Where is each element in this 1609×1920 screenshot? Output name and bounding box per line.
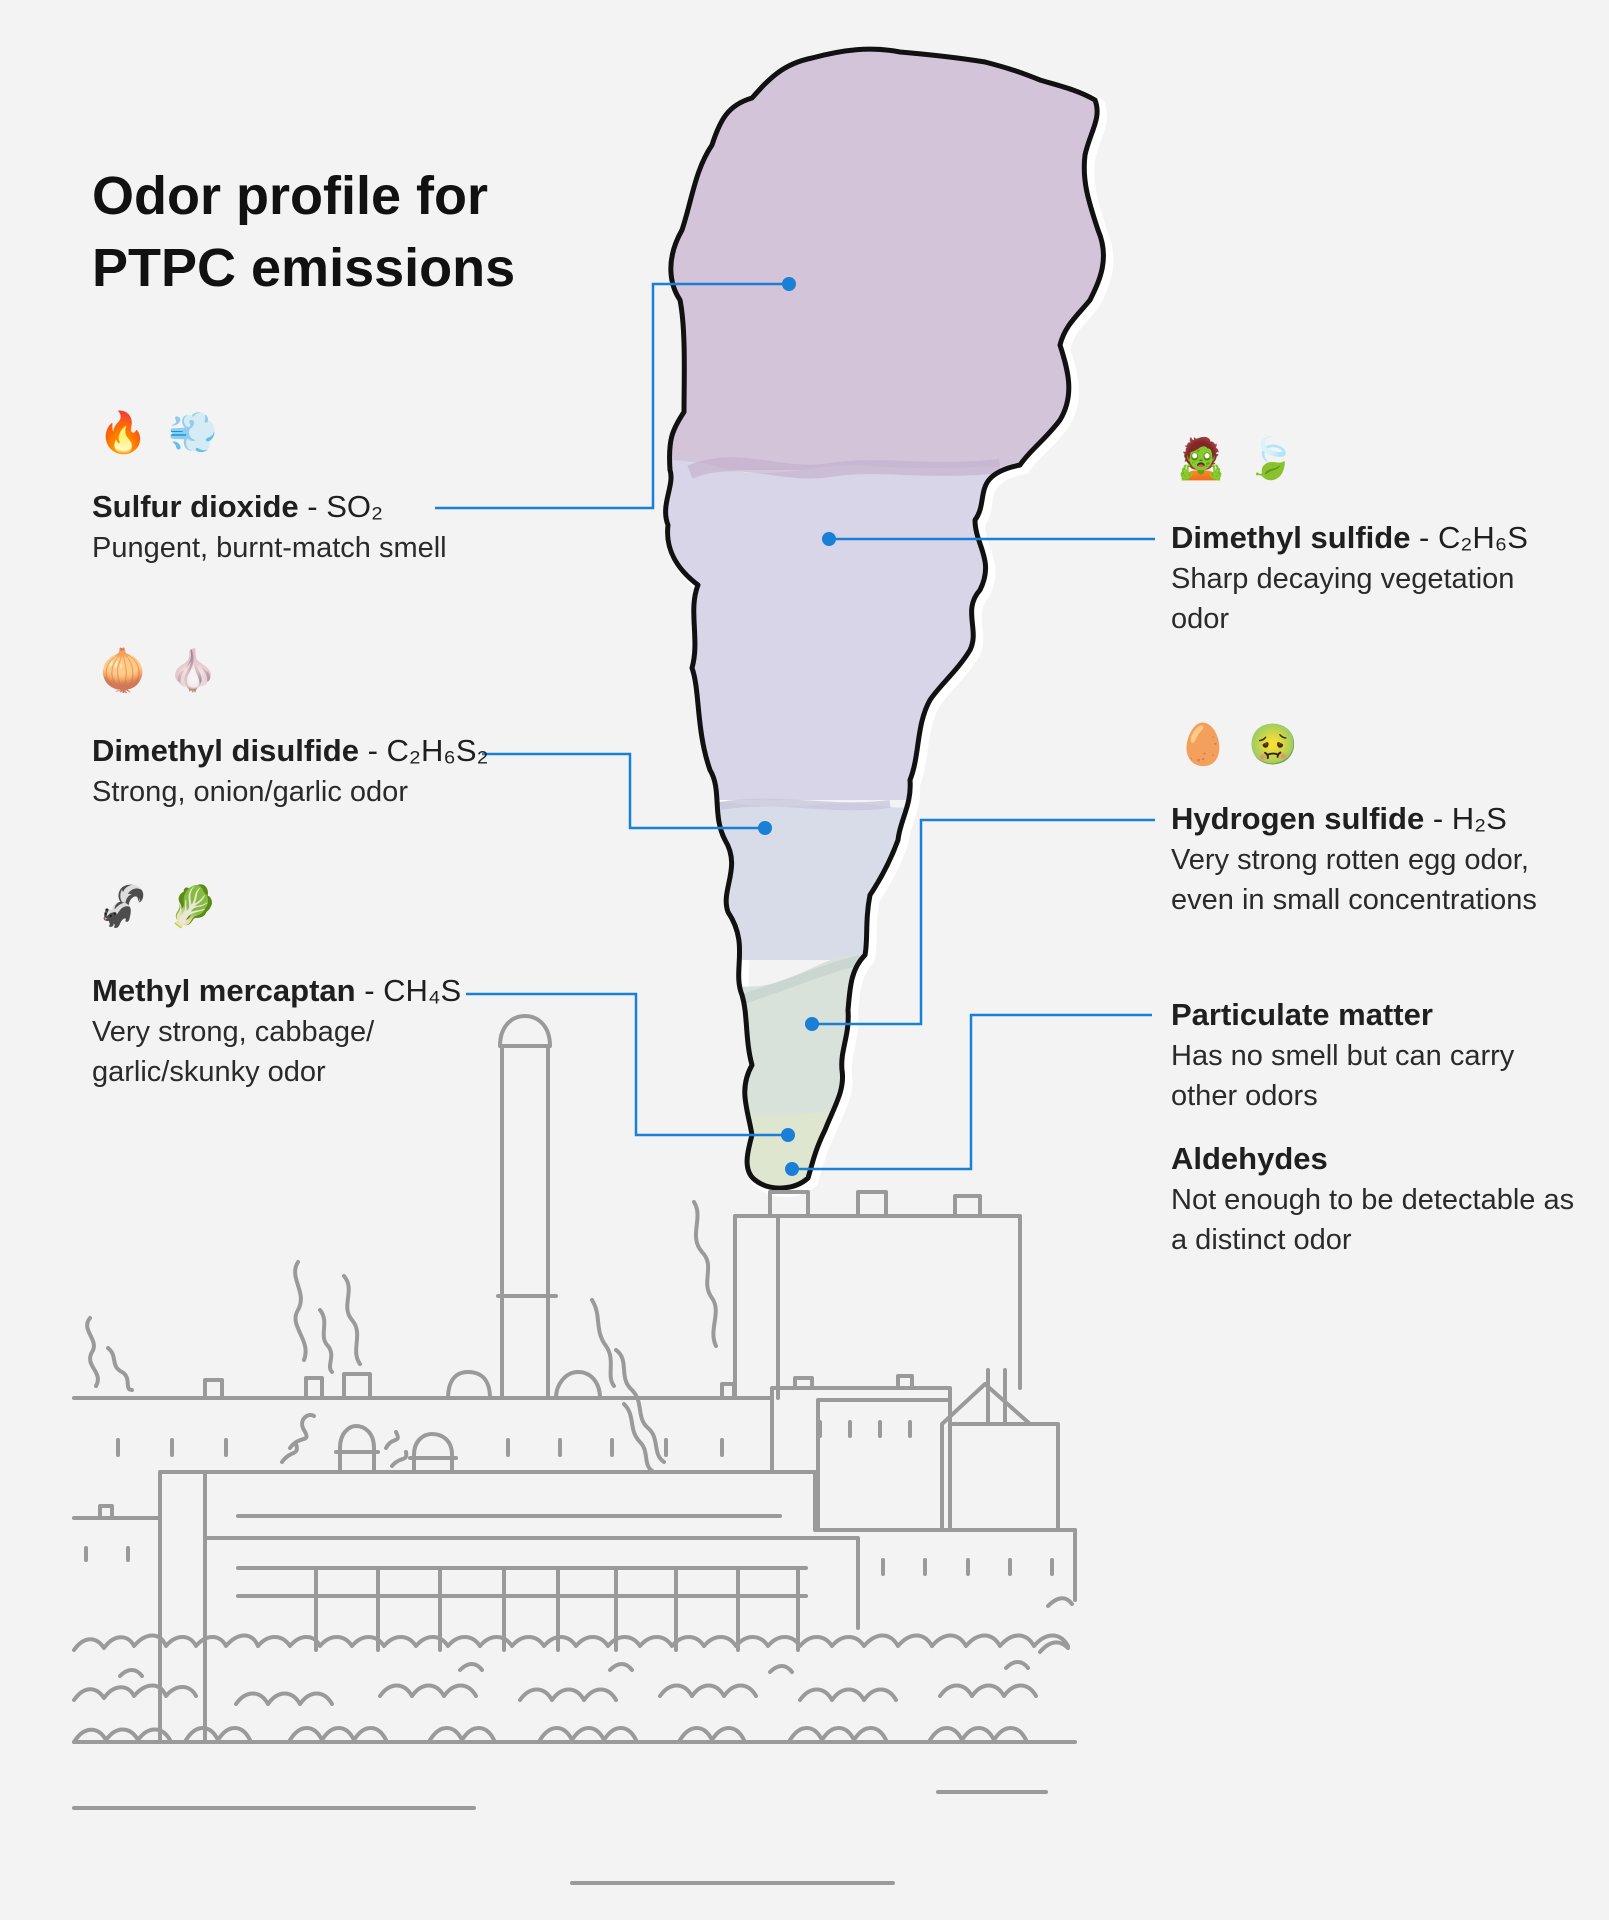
title-line-1: Odor profile for (92, 166, 488, 226)
compound-description: Pungent, burnt-match smell (92, 532, 447, 564)
leader-dots (758, 277, 836, 1176)
plume-outline (663, 46, 1106, 1191)
zombie-icon: 🧟 (1176, 437, 1226, 481)
dot-dimethyl-sulfide (822, 532, 836, 546)
compound-name: Particulate matter (1171, 997, 1433, 1032)
leafy-greens-icon: 🥬 (168, 885, 218, 929)
compound-formula: - H₂S (1424, 801, 1507, 836)
plume-band-dimethyl-sulfide (665, 459, 1104, 800)
dot-dimethyl-disulfide (758, 821, 772, 835)
hydrogen-sulfide-label: Hydrogen sulfide - H₂S Very strong rotte… (1171, 798, 1581, 920)
leaf-icon: 🍃 (1246, 437, 1296, 481)
leader-line-methyl-mercaptan (466, 992, 788, 1137)
compound-formula: - SO₂ (298, 489, 384, 524)
plume-band-hydrogen-sulfide (665, 940, 1104, 1115)
plume-band-aldehydes (665, 1110, 1104, 1189)
hydrogen-sulfide-icons: 🥚 🤢 (1172, 714, 1304, 776)
garlic-icon: 🧄 (168, 649, 218, 693)
methyl-mercaptan-label: Methyl mercaptan - CH₄S Very strong, cab… (92, 970, 461, 1092)
dot-particulate-matter (785, 1162, 799, 1176)
leader-line-dimethyl-disulfide (482, 752, 765, 830)
egg-icon: 🥚 (1178, 723, 1228, 767)
compound-name: Methyl mercaptan (92, 973, 356, 1008)
compound-description: Very strong rotten egg odor, even in sma… (1171, 844, 1537, 916)
dimethyl-sulfide-icons: 🧟 🍃 (1170, 428, 1302, 490)
title-line-2: PTPC emissions (92, 238, 516, 298)
leader-lines (435, 282, 1155, 1171)
dimethyl-sulfide-label: Dimethyl sulfide - C₂H₆S Sharp decaying … (1171, 517, 1561, 639)
compound-description: Has no smell but can carry other odors (1171, 1040, 1515, 1112)
sulfur-dioxide-label: Sulfur dioxide - SO₂ Pungent, burnt-matc… (92, 486, 512, 568)
dot-methyl-mercaptan (781, 1128, 795, 1142)
leader-line-particulate-matter (792, 1013, 1152, 1171)
dimethyl-disulfide-label: Dimethyl disulfide - C₂H₆S₂ Strong, onio… (92, 730, 512, 812)
compound-formula: - C₂H₆S₂ (358, 733, 489, 768)
aldehydes-label: Aldehydes Not enough to be detectable as… (1171, 1138, 1581, 1260)
compound-name: Sulfur dioxide (92, 489, 299, 524)
compound-description: Sharp decaying vegetation odor (1171, 563, 1515, 635)
fire-icon: 🔥 (98, 411, 148, 455)
methyl-mercaptan-icons: 🦨 🥬 (92, 876, 224, 938)
nauseated-face-icon: 🤢 (1248, 723, 1298, 767)
plume-band-sulfur-dioxide (665, 49, 1104, 470)
leader-line-sulfur-dioxide (435, 282, 789, 510)
dot-sulfur-dioxide (782, 277, 796, 291)
compound-name: Dimethyl sulfide (1171, 520, 1411, 555)
dot-hydrogen-sulfide (805, 1017, 819, 1031)
compound-name: Dimethyl disulfide (92, 733, 359, 768)
onion-icon: 🧅 (98, 649, 148, 693)
sulfur-dioxide-icons: 🔥 💨 (92, 402, 224, 464)
compound-description: Strong, onion/garlic odor (92, 776, 408, 808)
compound-formula: - C₂H₆S (1410, 520, 1528, 555)
particulate-matter-label: Particulate matter Has no smell but can … (1171, 994, 1571, 1116)
skunk-icon: 🦨 (98, 885, 148, 929)
compound-name: Hydrogen sulfide (1171, 801, 1425, 836)
factory-illustration (72, 1014, 1077, 1885)
compound-description: Very strong, cabbage/ garlic/skunky odor (92, 1016, 375, 1088)
dimethyl-disulfide-icons: 🧅 🧄 (92, 640, 224, 702)
compound-name: Aldehydes (1171, 1141, 1328, 1176)
compound-formula: - CH₄S (355, 973, 462, 1008)
compound-description: Not enough to be detectable as a distinc… (1171, 1184, 1575, 1256)
leader-line-hydrogen-sulfide (812, 818, 1155, 1026)
wind-puff-icon: 💨 (168, 411, 218, 455)
page-title: Odor profile for PTPC emissions (92, 160, 612, 304)
